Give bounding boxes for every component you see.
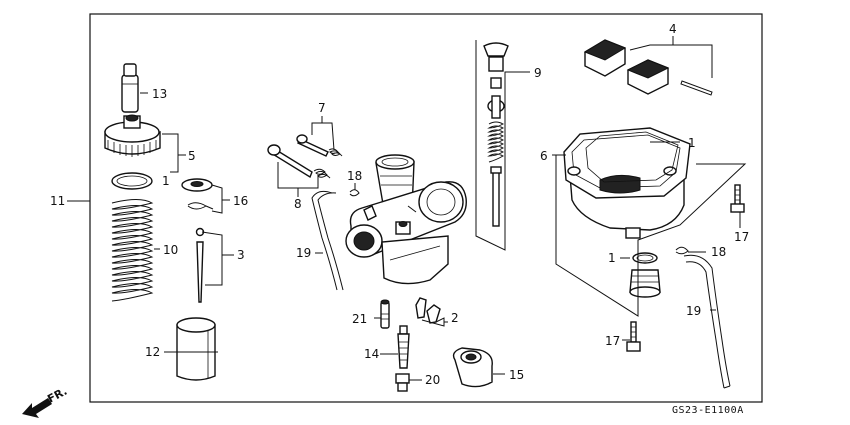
callout-1-top: 1 — [162, 174, 170, 188]
callout-19-right: 19 — [686, 304, 701, 318]
part-6-float-bowl — [563, 127, 691, 239]
leader-lines — [67, 36, 747, 381]
part-drain-plug — [629, 269, 661, 298]
part-18-clip-right — [675, 246, 689, 255]
callout-11: 11 — [50, 194, 65, 208]
part-4-float-parts — [583, 39, 713, 96]
callout-16: 16 — [233, 194, 248, 208]
part-9-needle-valve-assembly — [483, 42, 509, 227]
callout-18-left: 18 — [347, 169, 362, 183]
part-19-left-tube — [311, 190, 344, 291]
callout-10: 10 — [163, 243, 178, 257]
callout-19-left: 19 — [296, 246, 311, 260]
callout-13: 13 — [152, 87, 167, 101]
callout-2: 2 — [451, 311, 459, 325]
callout-12: 12 — [145, 345, 160, 359]
part-17-screw-bottom — [626, 321, 641, 352]
part-2-jets — [415, 297, 441, 324]
callout-1-bowl: 1 — [688, 136, 696, 150]
callout-3: 3 — [237, 248, 245, 262]
callout-7: 7 — [318, 101, 326, 115]
part-19-right-tube — [683, 254, 731, 389]
callout-21: 21 — [352, 312, 367, 326]
part-20-main-jet — [395, 373, 410, 392]
callout-14: 14 — [364, 347, 379, 361]
part-13-cable-boot — [121, 63, 139, 113]
callout-17-right: 17 — [734, 230, 749, 244]
part-1-bowl-gasket — [585, 131, 679, 183]
part-3-jet-needle — [195, 227, 205, 303]
callout-17-bottom: 17 — [605, 334, 620, 348]
callout-9: 9 — [534, 66, 542, 80]
diagram-frame — [89, 13, 763, 403]
diagram-code: GS23-E1100A — [672, 405, 744, 416]
callout-20: 20 — [425, 373, 440, 387]
part-21-screw — [380, 299, 390, 329]
callout-6: 6 — [540, 149, 548, 163]
callout-15: 15 — [509, 368, 524, 382]
part-1-drain-gasket — [632, 252, 658, 264]
part-10-throttle-spring — [111, 199, 154, 302]
part-7-8-screws — [267, 134, 343, 179]
callout-1-drain: 1 — [608, 251, 616, 265]
direction-label: FR. — [45, 385, 69, 406]
front-direction-arrow-icon — [22, 398, 52, 418]
callout-4: 4 — [669, 22, 677, 36]
callout-5: 5 — [188, 149, 196, 163]
part-16-needle-clip-retainer — [181, 178, 214, 210]
part-12-throttle-valve — [176, 317, 216, 381]
callout-8: 8 — [294, 197, 302, 211]
part-17-screw-right — [730, 184, 745, 213]
carburetor-body — [345, 154, 467, 285]
part-5-carburetor-top — [104, 114, 161, 157]
callout-18-right: 18 — [711, 245, 726, 259]
part-15-float — [452, 347, 493, 388]
part-14-needle-jet — [397, 325, 410, 369]
part-18-clip-left — [349, 189, 360, 197]
part-1-top-gasket — [111, 172, 153, 190]
